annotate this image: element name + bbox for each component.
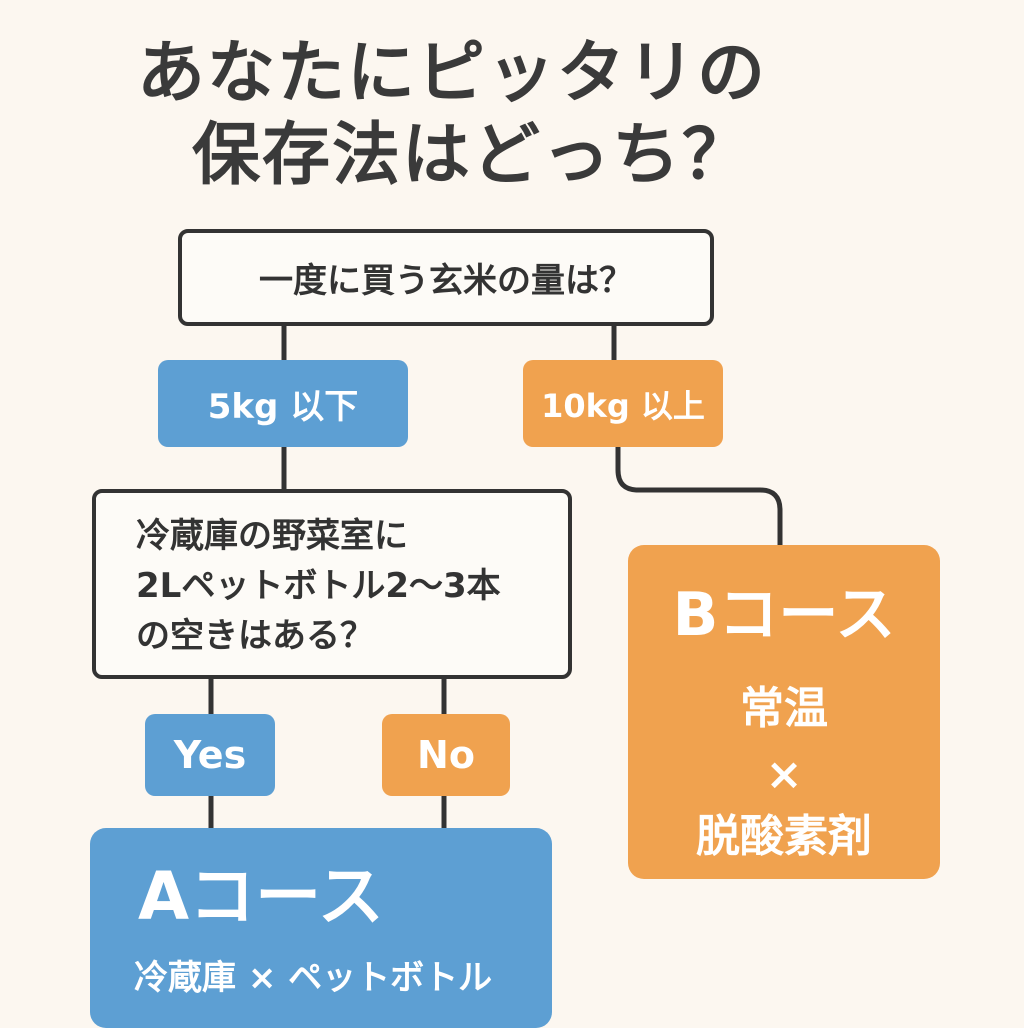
result-course-b-line-2: ×: [765, 749, 803, 800]
answer-5kg-or-less[interactable]: 5kg 以下: [158, 360, 408, 447]
question-rice-amount: 一度に買う玄米の量は？: [178, 229, 714, 326]
result-course-b-line-3: 脱酸素剤: [696, 811, 872, 862]
result-course-b: Bコース 常温 × 脱酸素剤: [628, 545, 940, 879]
result-course-a-title: Aコース: [138, 858, 384, 935]
answer-no[interactable]: No: [382, 714, 510, 796]
page-title-line-1: あなたにピッタリの: [136, 34, 767, 113]
answer-10kg-or-more[interactable]: 10kg 以上: [523, 360, 723, 447]
question-rice-amount-text: 一度に買う玄米の量は？: [259, 261, 633, 301]
result-course-a-detail: 冷蔵庫 × ペットボトル: [134, 958, 493, 998]
question-fridge-space: 冷蔵庫の野菜室に 2Lペットボトル2〜3本 の空きはある？: [92, 489, 572, 679]
answer-yes[interactable]: Yes: [145, 714, 275, 796]
page-title-line-2: 保存法はどっち？: [191, 116, 752, 195]
result-course-b-line-1: 常温: [740, 683, 828, 734]
question-fridge-space-line-1: 冷蔵庫の野菜室に: [136, 516, 408, 556]
result-course-a: Aコース 冷蔵庫 × ペットボトル: [90, 828, 552, 1028]
connector-large-to-result-b: [615, 444, 783, 548]
question-fridge-space-line-2: 2Lペットボトル2〜3本: [136, 566, 501, 606]
result-course-b-title: Bコース: [672, 580, 896, 650]
question-fridge-space-line-3: の空きはある？: [136, 616, 374, 656]
